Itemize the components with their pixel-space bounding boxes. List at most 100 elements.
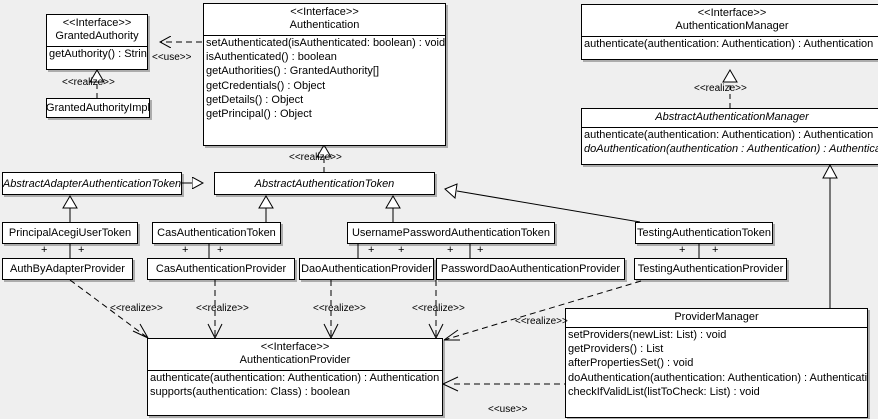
class-header-abstract-authentication-token: AbstractAuthenticationToken <box>215 173 434 194</box>
assoc-plus-username-c: + <box>447 244 454 256</box>
class-box-abstract-adapter-authentication-token[interactable]: AbstractAdapterAuthenticationToken <box>2 172 182 195</box>
edge-label-realize-abstract-authentication-token: <<realize>> <box>289 152 342 163</box>
assoc-plus-username-b: + <box>398 244 405 256</box>
class-box-abstract-authentication-token[interactable]: AbstractAuthenticationToken <box>214 172 435 195</box>
class-box-authentication-manager[interactable]: <<Interface>> AuthenticationManager auth… <box>581 4 878 60</box>
class-box-principal-acegi-user-token[interactable]: PrincipalAcegiUserToken <box>2 222 138 244</box>
class-header-cas-authentication-provider: CasAuthenticationProvider <box>148 259 294 279</box>
member-get-authorities: getAuthorities() : GrantedAuthority[] <box>206 65 380 78</box>
assoc-plus-username-a: + <box>368 244 375 256</box>
class-box-password-dao-authentication-provider[interactable]: PasswordDaoAuthenticationProvider <box>436 258 625 280</box>
edge-usernamepasswordtoken-extends-abstracttoken <box>385 195 401 222</box>
class-name: PasswordDaoAuthenticationProvider <box>440 263 621 275</box>
class-box-auth-by-adapter-provider[interactable]: AuthByAdapterProvider <box>2 258 133 280</box>
class-header-principal-acegi-user-token: PrincipalAcegiUserToken <box>3 223 137 243</box>
class-name: AbstractAuthenticationToken <box>254 177 395 190</box>
class-header-authentication-provider: <<Interface>> AuthenticationProvider <box>148 339 442 370</box>
class-box-granted-authority-impl[interactable]: GrantedAuthorityImpl <box>46 98 150 118</box>
class-box-abstract-authentication-manager[interactable]: AbstractAuthenticationManager authentica… <box>581 108 878 165</box>
class-header-provider-manager: ProviderManager <box>566 309 867 327</box>
class-box-provider-manager[interactable]: ProviderManager setProviders(newList: Li… <box>565 308 868 418</box>
edge-label-realize-granted-authority-impl: <<realize>> <box>62 77 115 88</box>
class-box-dao-authentication-provider[interactable]: DaoAuthenticationProvider <box>299 258 434 280</box>
members-compartment: setAuthenticated(isAuthenticated: boolea… <box>204 35 445 121</box>
edge-testingauthenticationtoken-extends-abstracttoken <box>444 183 641 223</box>
member-get-authority: getAuthority() : String <box>49 48 148 60</box>
member-do-authentication: doAuthentication(authentication: Authent… <box>568 371 868 384</box>
class-name: CasAuthenticationProvider <box>155 263 287 275</box>
class-header-granted-authority-impl: GrantedAuthorityImpl <box>47 99 149 117</box>
edge-label-use-provider-manager: <<use>> <box>488 404 528 415</box>
class-box-cas-authentication-provider[interactable]: CasAuthenticationProvider <box>147 258 295 280</box>
edge-casauthenticationtoken-extends-abstracttoken <box>258 195 274 222</box>
member-authenticate: authenticate(authentication: Authenticat… <box>150 372 440 384</box>
class-name: Authentication <box>289 19 360 31</box>
class-name: AbstractAuthenticationManager <box>655 111 809 123</box>
class-name: AuthenticationManager <box>675 20 789 32</box>
edge-label-realize-authentication-manager: <<realize>> <box>694 83 747 94</box>
class-box-authentication-provider[interactable]: <<Interface>> AuthenticationProvider aut… <box>147 338 443 416</box>
class-header-abstract-authentication-manager: AbstractAuthenticationManager <box>582 109 878 127</box>
class-name: ProviderManager <box>674 311 759 323</box>
assoc-plus-testing-right: + <box>712 244 719 256</box>
edge-label-use-granted-authority: <<use>> <box>152 52 192 63</box>
member-supports: supports(authentication: Class) : boolea… <box>150 386 350 399</box>
class-name: AuthenticationProvider <box>239 354 351 366</box>
stereotype-label: <<Interface>> <box>260 341 330 353</box>
class-box-testing-authentication-provider[interactable]: TestingAuthenticationProvider <box>634 258 787 280</box>
class-name: AbstractAdapterAuthenticationToken <box>2 177 182 190</box>
class-header-auth-by-adapter-provider: AuthByAdapterProvider <box>3 259 132 279</box>
member-check-if-valid-list: checkIfValidList(listToCheck: List) : vo… <box>568 385 760 398</box>
assoc-plus-cas-left: + <box>182 244 189 256</box>
member-set-authenticated: setAuthenticated(isAuthenticated: boolea… <box>206 37 446 49</box>
class-header-dao-authentication-provider: DaoAuthenticationProvider <box>300 259 433 279</box>
assoc-plus-cas-right: + <box>217 244 224 256</box>
class-box-cas-authentication-token[interactable]: CasAuthenticationToken <box>152 222 281 244</box>
assoc-plus-principal-left: + <box>41 244 48 256</box>
class-name: CasAuthenticationToken <box>157 227 276 239</box>
class-header-testing-authentication-token: TestingAuthenticationToken <box>636 223 772 243</box>
stereotype-label: <<Interface>> <box>697 7 767 19</box>
member-after-properties-set: afterPropertiesSet() : void <box>568 357 694 370</box>
class-box-username-password-authentication-token[interactable]: UsernamePasswordAuthenticationToken <box>347 222 555 244</box>
class-header-testing-authentication-provider: TestingAuthenticationProvider <box>635 259 786 279</box>
member-get-principal: getPrincipal() : Object <box>206 108 312 121</box>
class-header-authentication-manager: <<Interface>> AuthenticationManager <box>582 5 878 36</box>
class-header-abstract-adapter-authentication-token: AbstractAdapterAuthenticationToken <box>3 173 181 194</box>
class-name: GrantedAuthorityImpl <box>46 102 150 114</box>
class-name: TestingAuthenticationProvider <box>637 263 784 275</box>
class-name: DaoAuthenticationProvider <box>301 263 432 275</box>
class-header-password-dao-authentication-provider: PasswordDaoAuthenticationProvider <box>437 259 624 279</box>
member-do-authentication: doAuthentication(authentication : Authen… <box>584 143 878 156</box>
class-name: UsernamePasswordAuthenticationToken <box>351 227 551 239</box>
edge-providermanager-extends-abstractauthmanager <box>822 163 838 308</box>
edge-label-realize-cas-provider: <<realize>> <box>196 303 249 314</box>
edge-label-realize-testing-provider: <<realize>> <box>515 316 568 327</box>
assoc-plus-principal-right: + <box>78 244 85 256</box>
class-header-granted-authority: <<Interface>> GrantedAuthority <box>47 15 147 46</box>
edge-label-realize-dao-provider: <<realize>> <box>313 303 366 314</box>
member-authenticate: authenticate(authentication: Authenticat… <box>584 38 874 50</box>
stereotype-label: <<Interface>> <box>62 17 132 29</box>
class-box-granted-authority[interactable]: <<Interface>> GrantedAuthority getAuthor… <box>46 14 148 70</box>
class-box-testing-authentication-token[interactable]: TestingAuthenticationToken <box>635 222 773 244</box>
member-is-authenticated: isAuthenticated() : boolean <box>206 51 337 64</box>
edge-label-realize-password-dao-provider: <<realize>> <box>412 303 465 314</box>
class-box-authentication[interactable]: <<Interface>> Authentication setAuthenti… <box>203 3 446 146</box>
member-authenticate: authenticate(authentication: Authenticat… <box>584 129 874 141</box>
assoc-plus-username-d: + <box>477 244 484 256</box>
class-header-authentication: <<Interface>> Authentication <box>204 4 445 35</box>
member-set-providers: setProviders(newList: List) : void <box>568 329 727 341</box>
edge-label-realize-auth-by-adapter-provider: <<realize>> <box>110 303 163 314</box>
members-compartment: authenticate(authentication: Authenticat… <box>582 36 878 51</box>
members-compartment: authenticate(authentication: Authenticat… <box>582 127 878 156</box>
member-get-providers: getProviders() : List <box>568 343 664 356</box>
member-get-credentials: getCredentials() : Object <box>206 79 326 92</box>
class-header-cas-authentication-token: CasAuthenticationToken <box>153 223 280 243</box>
members-compartment: setProviders(newList: List) : void getPr… <box>566 327 867 399</box>
stereotype-label: <<Interface>> <box>290 6 359 18</box>
assoc-plus-testing-left: + <box>679 244 686 256</box>
members-compartment: getAuthority() : String <box>47 46 147 61</box>
class-name: GrantedAuthority <box>55 30 139 42</box>
class-name: PrincipalAcegiUserToken <box>8 227 132 239</box>
